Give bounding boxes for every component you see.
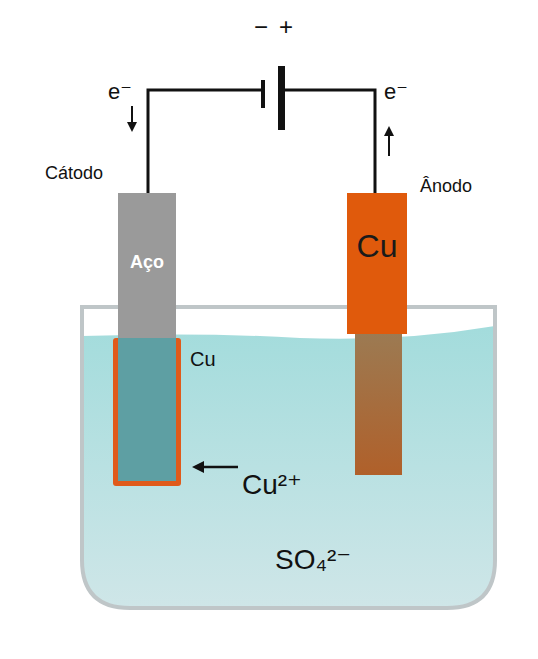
beaker (82, 307, 495, 608)
ion-arrow (192, 461, 204, 473)
cathode-label: Cátodo (45, 164, 103, 184)
battery-minus: − (254, 14, 268, 40)
electron-arrow (127, 122, 137, 132)
ion-label: SO₄²⁻ (275, 545, 351, 576)
electron-label: e⁻ (384, 80, 408, 104)
electron-label: e⁻ (108, 80, 132, 104)
anode-submerged (355, 334, 402, 475)
copper-coating (113, 338, 181, 486)
anode-label: Ânodo (420, 177, 472, 197)
battery-plus: + (279, 14, 293, 40)
wire (148, 90, 262, 195)
cathode-electrode: Aço (118, 193, 176, 338)
copper-deposit-label: Cu (190, 348, 216, 370)
anode-electrode: Cu (347, 193, 407, 334)
electrolyte (82, 326, 495, 608)
electrode-label: Aço (130, 253, 164, 273)
cathode-submerged (118, 338, 176, 481)
ion-label: Cu²⁺ (242, 470, 302, 501)
wire (282, 90, 375, 195)
electron-arrow (384, 126, 394, 136)
electrode-label: Cu (357, 229, 398, 264)
battery-negative-plate (261, 80, 265, 108)
battery-positive-plate (278, 66, 285, 130)
